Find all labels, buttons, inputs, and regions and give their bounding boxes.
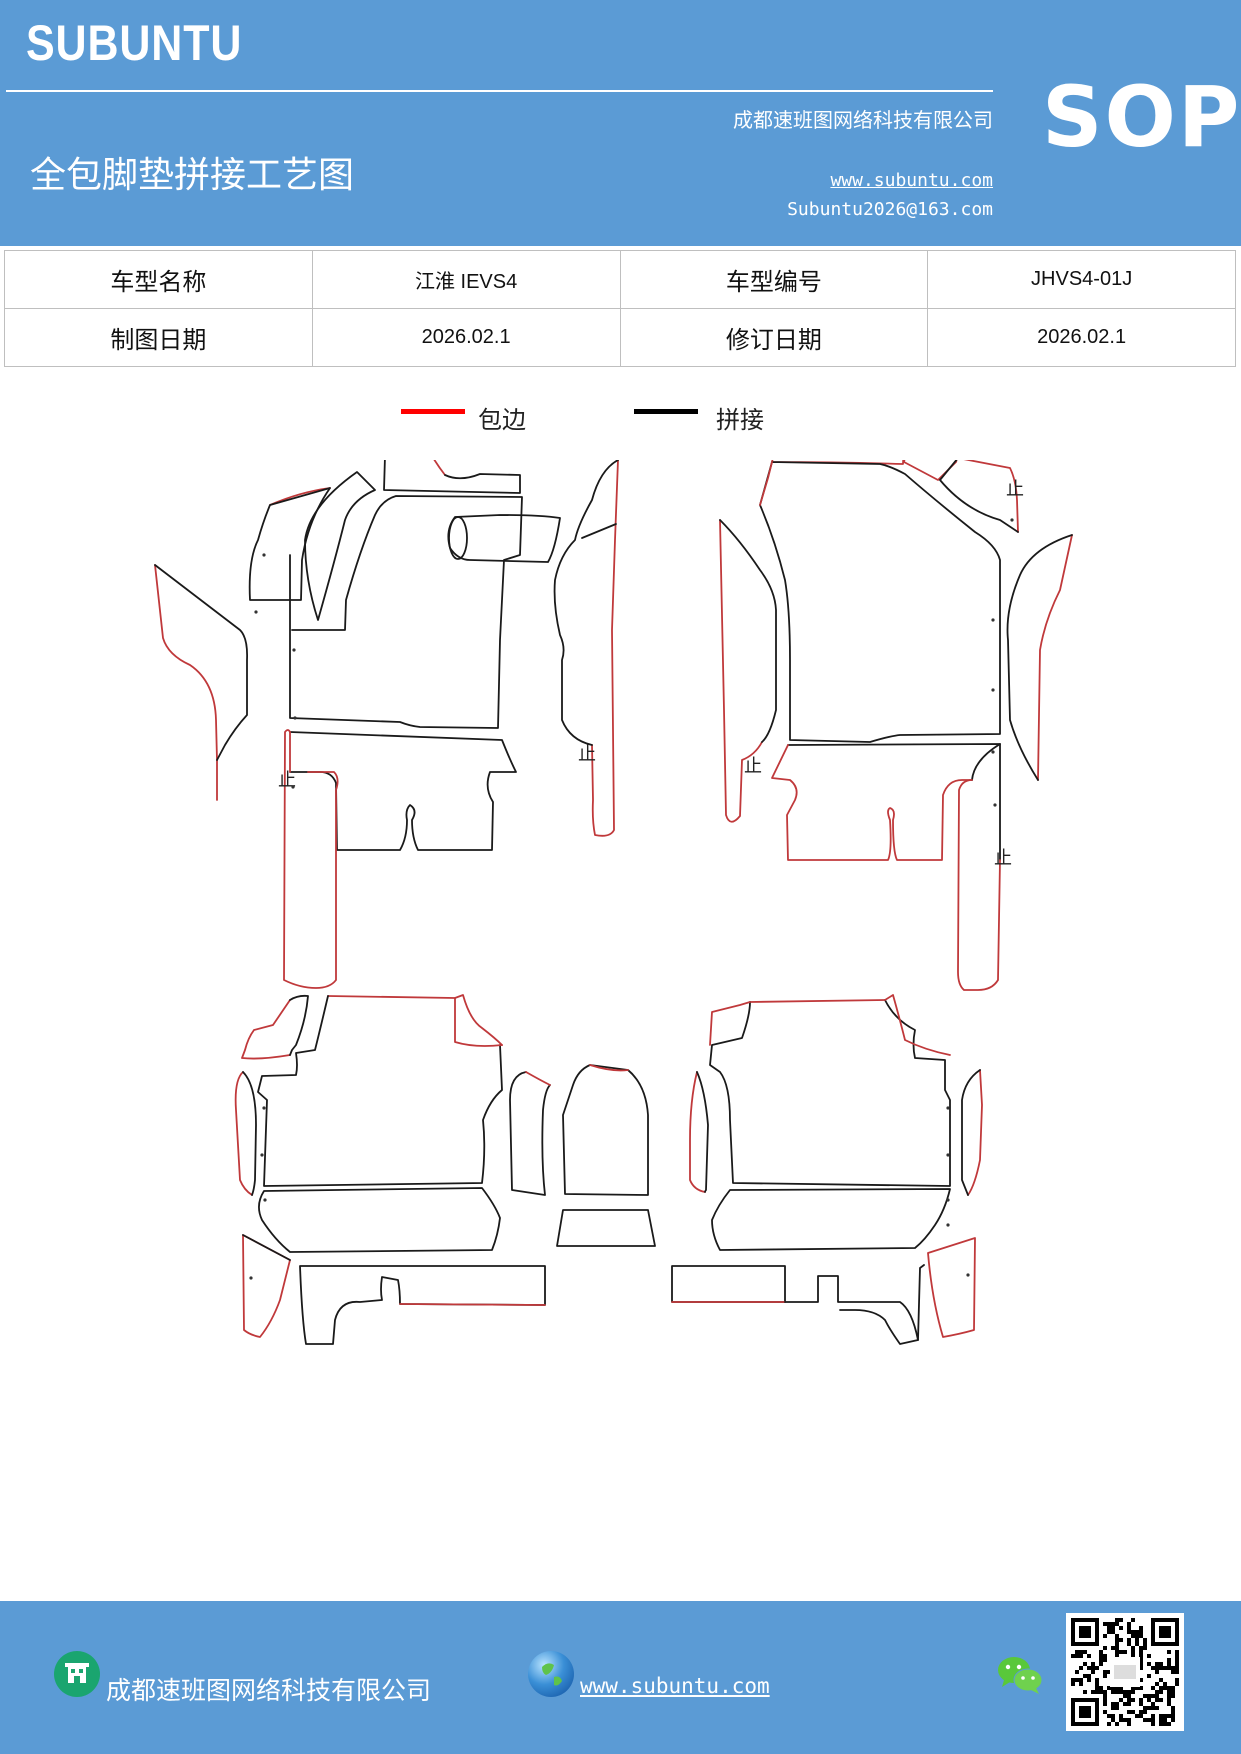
table-row: 制图日期 2026.02.1 修订日期 2026.02.1 [4, 308, 1236, 367]
front-right-mat-group: 止 止 止 [719, 460, 1073, 991]
draw-date-value: 2026.02.1 [311, 308, 621, 367]
sop-badge: SOP [1042, 68, 1241, 166]
rear-left-mat-group [234, 994, 656, 1345]
stop-mark: 止 [994, 848, 1012, 869]
legend-edging-swatch [401, 409, 465, 414]
punch-marks [249, 518, 1014, 1280]
table-row: 车型名称 江淮 IEVS4 车型编号 JHVS4-01J [4, 250, 1236, 309]
globe-icon [528, 1651, 574, 1697]
draw-date-label: 制图日期 [4, 308, 313, 367]
revise-date-value: 2026.02.1 [927, 308, 1236, 367]
stop-mark: 止 [278, 770, 296, 791]
wechat-icon[interactable] [996, 1653, 1044, 1697]
model-code-value: JHVS4-01J [927, 250, 1236, 309]
email-address: Subuntu2026@163.com [787, 199, 993, 220]
info-table: 车型名称 江淮 IEVS4 车型编号 JHVS4-01J 制图日期 2026.0… [4, 250, 1236, 367]
floor-mat-diagram: 止 止 止 止 止 [154, 460, 1073, 1345]
header-banner: SUBUNTU 成都速班图网络科技有限公司 全包脚垫拼接工艺图 www.subu… [0, 0, 1241, 246]
legend-edging-label: 包边 [478, 406, 526, 434]
stop-mark: 止 [744, 756, 762, 777]
legend-splice-swatch [634, 409, 698, 414]
stop-mark: 止 [1006, 479, 1024, 500]
front-left-mat-group: 止 止 [154, 460, 619, 989]
model-name-label: 车型名称 [4, 250, 313, 309]
stop-mark: 止 [578, 744, 596, 765]
footer-banner: 成都速班图网络科技有限公司 www.subuntu.com [0, 1601, 1241, 1754]
website-link[interactable]: www.subuntu.com [830, 170, 993, 191]
legend-splice-label: 拼接 [716, 406, 764, 434]
revise-date-label: 修订日期 [619, 308, 929, 367]
qr-code [1066, 1613, 1184, 1731]
document-title: 全包脚垫拼接工艺图 [30, 155, 355, 196]
brand-logo: SUBUNTU [26, 15, 243, 71]
footer-company-name: 成都速班图网络科技有限公司 [106, 1676, 432, 1705]
company-name: 成都速班图网络科技有限公司 [733, 108, 993, 132]
header-divider [6, 90, 993, 92]
building-icon [54, 1651, 100, 1697]
model-name-value: 江淮 IEVS4 [311, 250, 621, 309]
model-code-label: 车型编号 [619, 250, 929, 309]
footer-website-link[interactable]: www.subuntu.com [580, 1674, 770, 1698]
rear-right-mat-group [671, 994, 983, 1345]
